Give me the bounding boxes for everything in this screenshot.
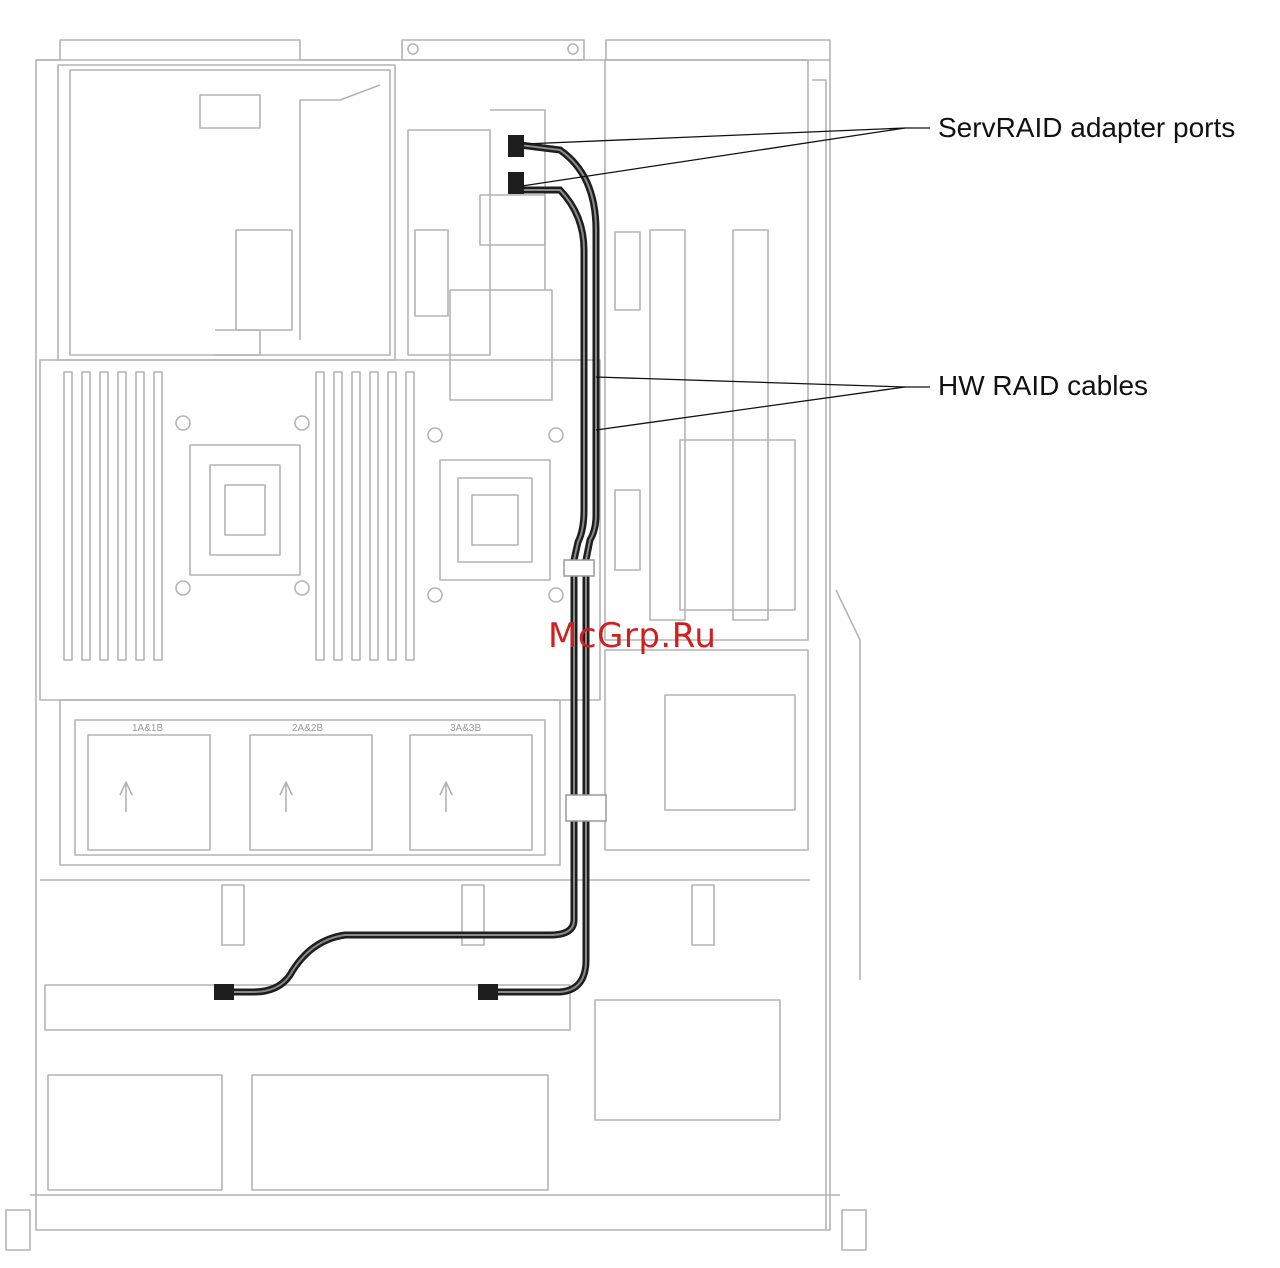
dimm-slots-right [316, 372, 414, 660]
left-riser-card [58, 65, 395, 360]
system-board-outline [40, 360, 600, 700]
operator-panel-area [605, 650, 808, 850]
front-handle-right [842, 1210, 866, 1250]
cable-clip-upper [564, 560, 594, 576]
processor-socket-1 [176, 416, 309, 595]
riser-bracket [402, 40, 584, 400]
hw-raid-cables-callout: HW RAID cables [938, 370, 1148, 402]
servraid-port-2 [508, 172, 524, 194]
cable-connector-right [478, 984, 498, 1000]
cables-leader-1 [596, 377, 930, 387]
processor-socket-2 [428, 428, 563, 602]
cable-connector-left [214, 984, 234, 1000]
drive-bays [48, 1000, 780, 1190]
hw-raid-cable-2 [230, 190, 584, 992]
fan-label-3: 3A&3B [450, 723, 481, 734]
hw-raid-cables [214, 135, 606, 1000]
servraid-port-1 [508, 135, 524, 157]
fan-label-1: 1A&1B [132, 723, 163, 734]
dimm-slots-left [64, 372, 162, 660]
servraid-ports-callout: ServRAID adapter ports [938, 112, 1235, 144]
cables-leader-2 [596, 387, 905, 430]
front-handle-left [6, 1210, 30, 1250]
cable-clip-lower [566, 795, 606, 821]
ports-leader-1 [524, 128, 930, 144]
fan-label-2: 2A&2B [292, 723, 323, 734]
watermark: McGrp.Ru [548, 616, 716, 656]
ports-leader-2 [522, 128, 905, 186]
